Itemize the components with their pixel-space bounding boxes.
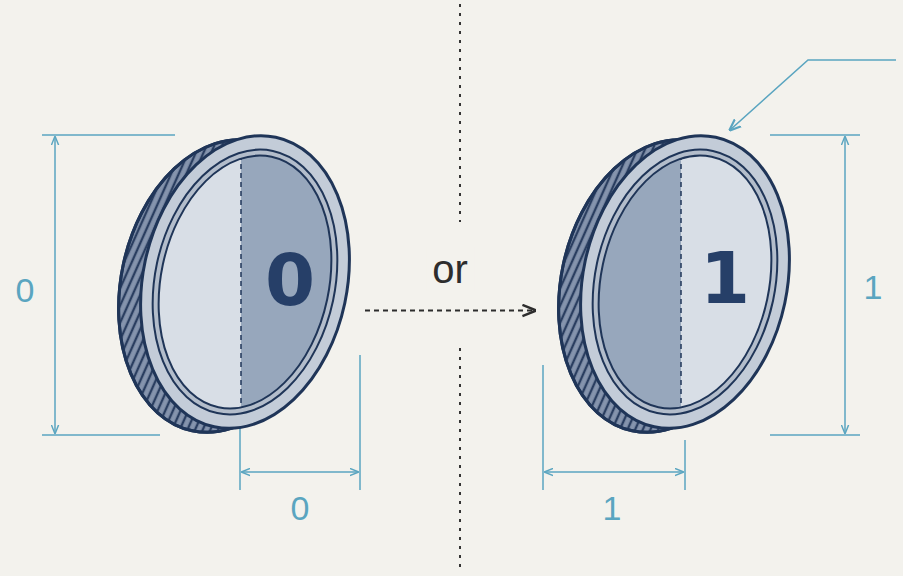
- coin-value: 1: [700, 242, 750, 314]
- dimension-label: 0: [16, 273, 35, 307]
- coin-illustration: [535, 128, 805, 440]
- dimension-label: 1: [603, 491, 622, 525]
- leader-arrow: [730, 60, 896, 130]
- edge-label: or: [426, 247, 474, 291]
- dimension-label: 0: [291, 491, 310, 525]
- dashed-arrow: [365, 310, 535, 312]
- coin-node: 0: [95, 128, 365, 440]
- coin-illustration: [95, 128, 365, 440]
- coin-value: 0: [265, 244, 315, 316]
- dimension-label: 1: [864, 270, 883, 304]
- coin-node: 1: [535, 128, 805, 440]
